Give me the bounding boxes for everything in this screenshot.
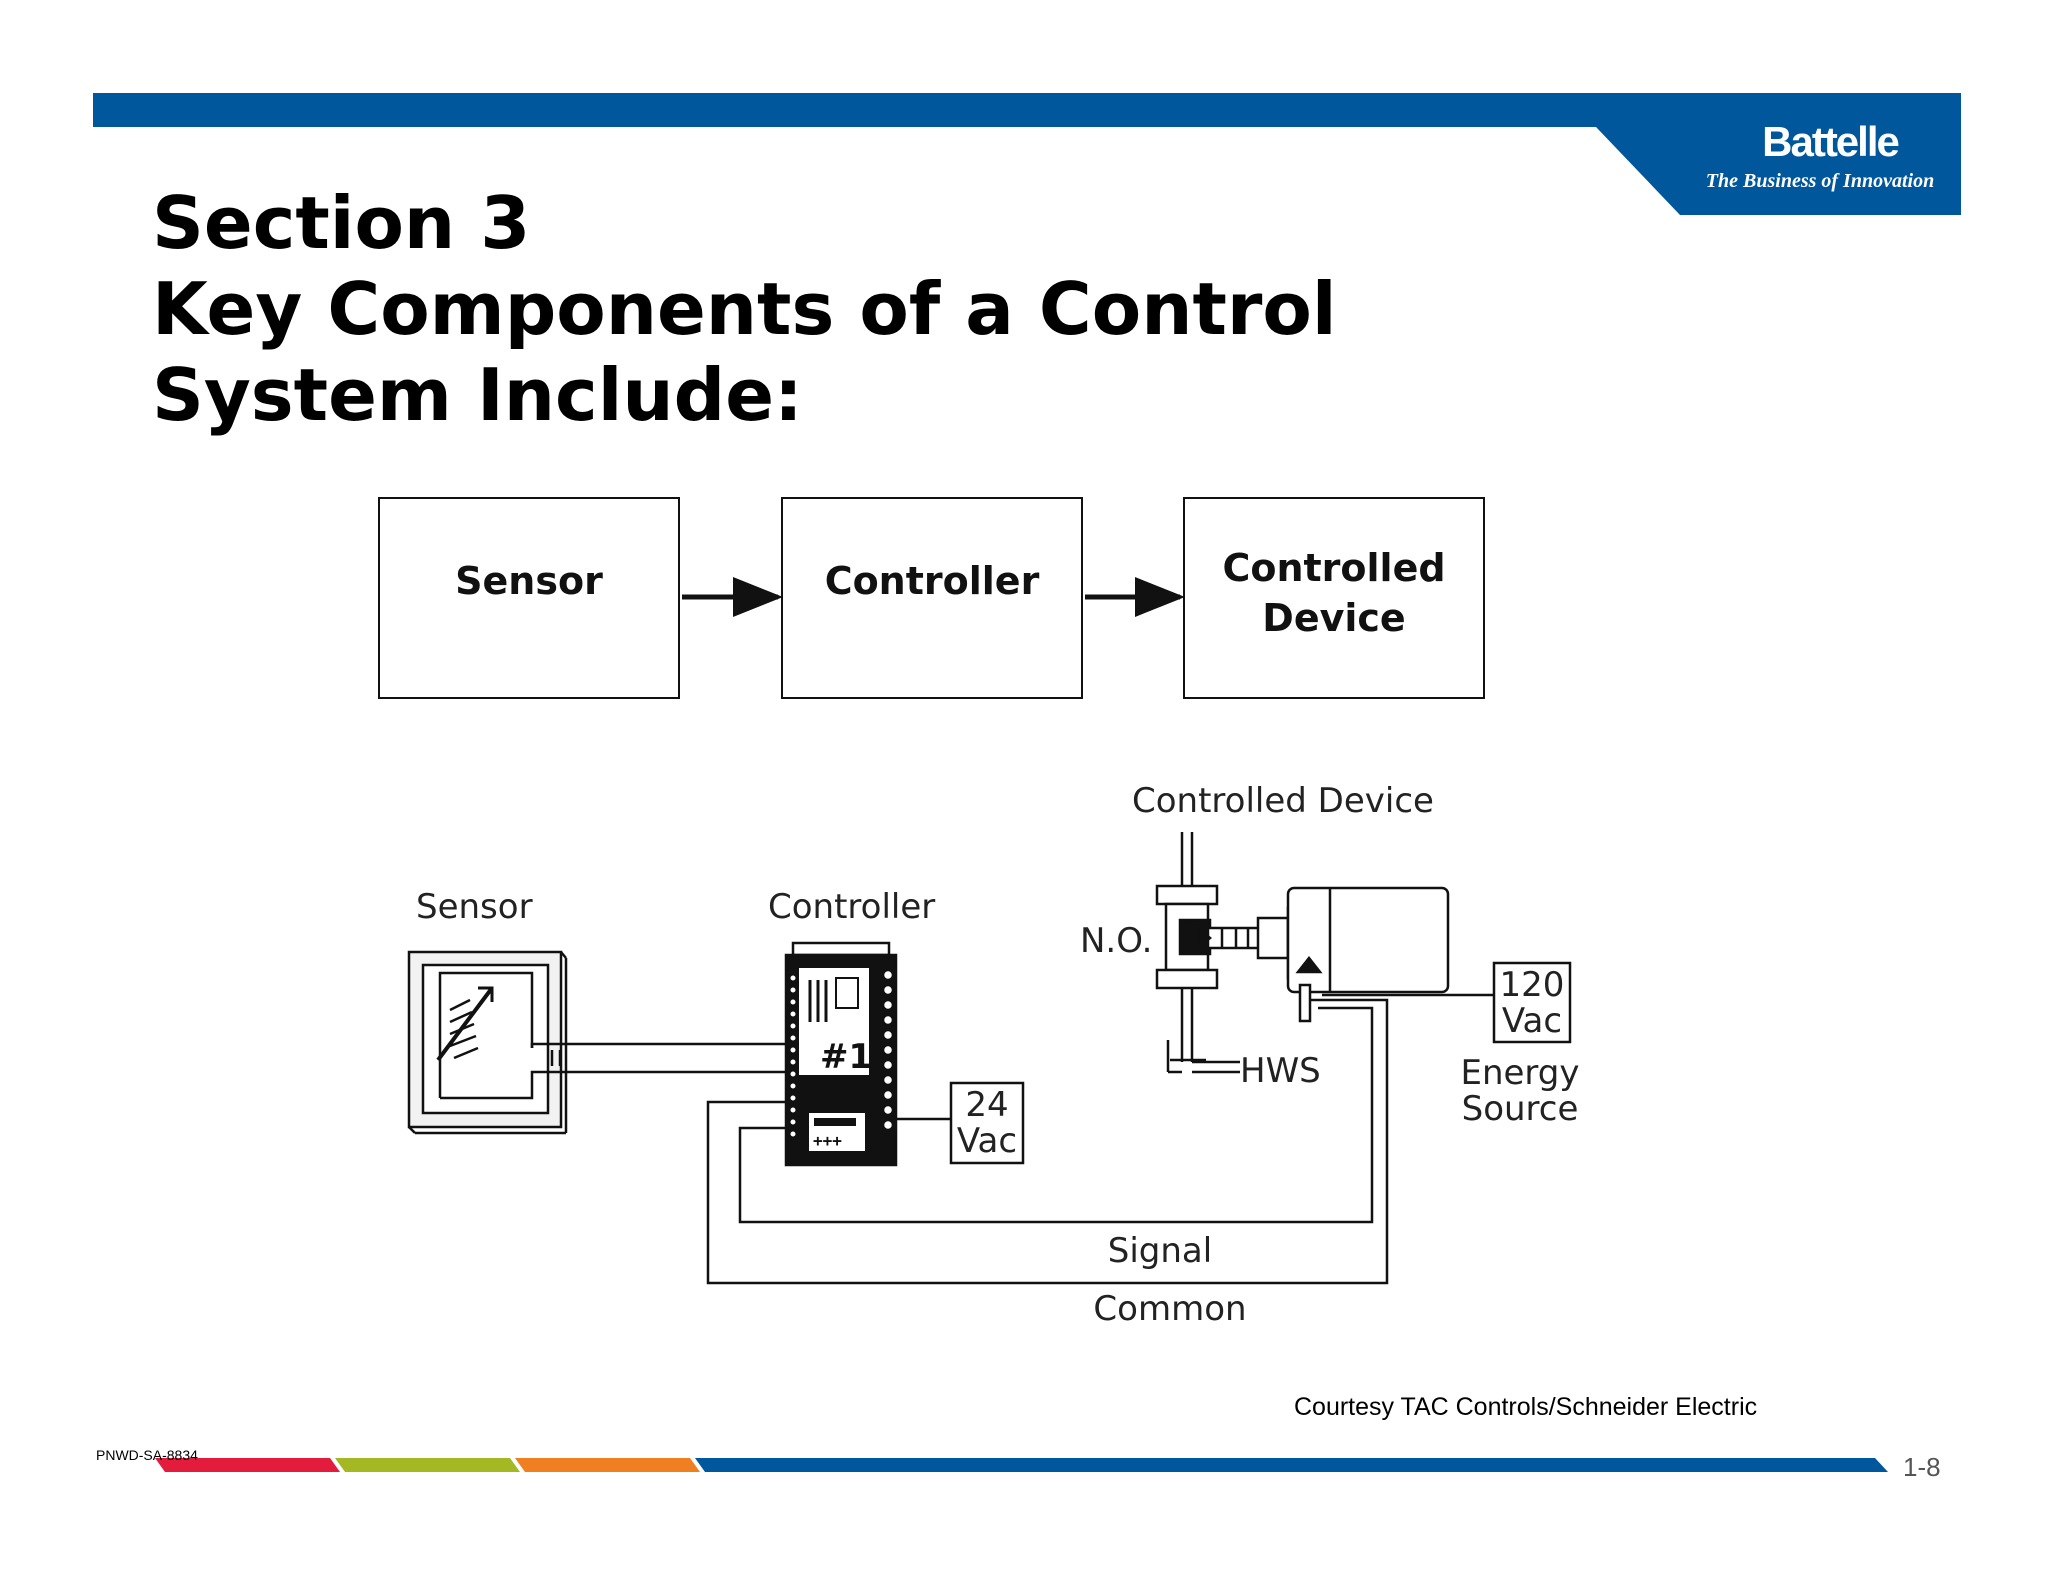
block-controller: Controller [781,497,1083,699]
page-number: 1-8 [1903,1452,1941,1482]
supply-24vac-box [949,1081,1025,1165]
label-signal: Signal [1108,1231,1212,1271]
logo-tagline: The Business of Innovation [1705,170,1935,192]
label-hws: HWS [1240,1051,1321,1091]
block-controlled-device: Controlled Device [1183,497,1485,699]
label-24: 24 [965,1085,1008,1125]
footer-stripe [155,1458,1888,1472]
block-controller-label: Controller [824,559,1040,603]
top-banner-bar [93,93,1961,127]
sensor-device [407,950,568,1135]
block-sensor-label: Sensor [455,559,603,603]
footer-stripe-orange [515,1458,700,1472]
signal-wire [738,1006,1374,1224]
battelle-logo: Battelle [1762,118,1900,165]
footer-stripe-green [335,1458,520,1472]
common-wire [706,998,1389,1285]
title-line-2: Key Components of a Control [152,267,1337,351]
image-credit: Courtesy TAC Controls/Schneider Electric [1294,1393,1758,1421]
label-normally-open: N.O. [1080,921,1152,961]
controller-terminals-right [882,969,894,1131]
label-common: Common [1093,1289,1246,1329]
svg-text:#1: #1 [820,1037,872,1077]
logo-tab [1596,127,1961,215]
title-line-3: System Include: [152,353,803,437]
page-title: Section 3 Key Components of a Control Sy… [152,180,1337,438]
supply-120vac-box [1492,961,1572,1044]
label-source: Source [1462,1089,1579,1129]
label-24-vac: Vac [957,1121,1017,1161]
sensor-cable [530,1042,790,1078]
title-line-1: Section 3 [152,181,531,265]
footer-stripe-red [155,1458,340,1472]
block-sensor: Sensor [378,497,680,699]
actuator [1256,886,1450,1023]
svg-text:+++: +++ [813,1131,842,1150]
label-120: 120 [1500,965,1565,1005]
label-sensor: Sensor [416,887,533,927]
controller-device: #1 +++ [784,941,898,1167]
valve-body [1155,832,1262,1074]
top-banner [93,93,1961,215]
label-controller: Controller [768,887,935,927]
footer-stripe-blue [695,1458,1888,1472]
controller-terminals-left [789,974,797,1138]
block-controlled-device-label: Controlled Device [1222,546,1446,640]
label-energy: Energy [1460,1053,1579,1093]
label-120-vac: Vac [1502,1001,1562,1041]
document-id: PNWD-SA-8834 [96,1447,198,1463]
label-controlled-device: Controlled Device [1132,781,1434,821]
